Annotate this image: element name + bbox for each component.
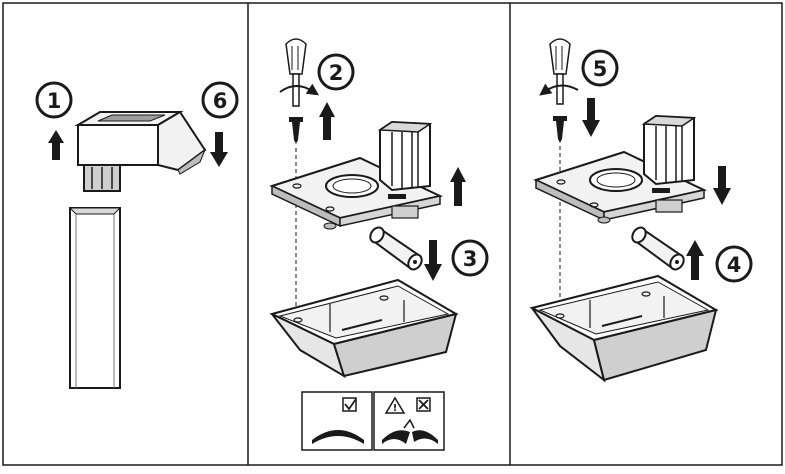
arrow-up-board	[450, 167, 466, 206]
arrow-down-3	[424, 240, 442, 281]
step-1-label: 1	[47, 89, 62, 113]
step-4-marker: 4	[715, 245, 753, 283]
arrow-up-2	[319, 102, 335, 140]
step-6-marker: 6	[201, 81, 239, 119]
step-3-label: 3	[463, 247, 478, 271]
battery-icon	[369, 226, 423, 271]
bent-panel-left	[382, 430, 410, 444]
screwdriver-icon	[279, 38, 319, 107]
screw-icon-2	[553, 116, 567, 143]
step-2-marker: 2	[317, 53, 355, 91]
screwdriver-icon-2	[539, 38, 579, 105]
warning-box: !	[301, 391, 445, 451]
solar-lamp-head	[74, 110, 207, 192]
panel-3: 5	[529, 38, 753, 383]
bend-arrow	[403, 418, 415, 429]
step-1-marker: 1	[35, 81, 73, 119]
pole	[68, 207, 122, 389]
screw-icon	[289, 117, 303, 144]
arrow-down-board	[713, 166, 731, 205]
step-5-label: 5	[593, 57, 608, 81]
battery-holder-2	[641, 114, 697, 186]
circuit-board-2	[533, 150, 708, 224]
battery-icon-2	[631, 226, 685, 271]
step-6-label: 6	[213, 89, 228, 113]
arrow-up-1	[48, 130, 64, 160]
circuit-board	[269, 156, 444, 230]
warning-triangle-icon: !	[384, 396, 406, 414]
housing-base	[269, 278, 459, 379]
arrow-down-6	[210, 132, 228, 167]
step-3-marker: 3	[451, 239, 489, 277]
panel-1: 1 6	[35, 81, 239, 389]
checkbox-x-icon	[416, 397, 431, 412]
arrow-up-4	[686, 240, 704, 280]
bent-panel-right	[412, 430, 438, 444]
flat-panel-correct	[312, 430, 364, 444]
step-4-label: 4	[727, 253, 742, 277]
checkbox-check-icon	[342, 397, 357, 412]
panel-2: 2	[269, 38, 489, 451]
battery-holder	[377, 120, 433, 192]
outer-frame	[2, 2, 783, 466]
step-5-marker: 5	[581, 49, 619, 87]
housing-base-2	[529, 274, 719, 383]
arrow-down-5	[582, 98, 600, 137]
warning-glyph: !	[393, 403, 398, 414]
step-2-label: 2	[329, 61, 344, 85]
